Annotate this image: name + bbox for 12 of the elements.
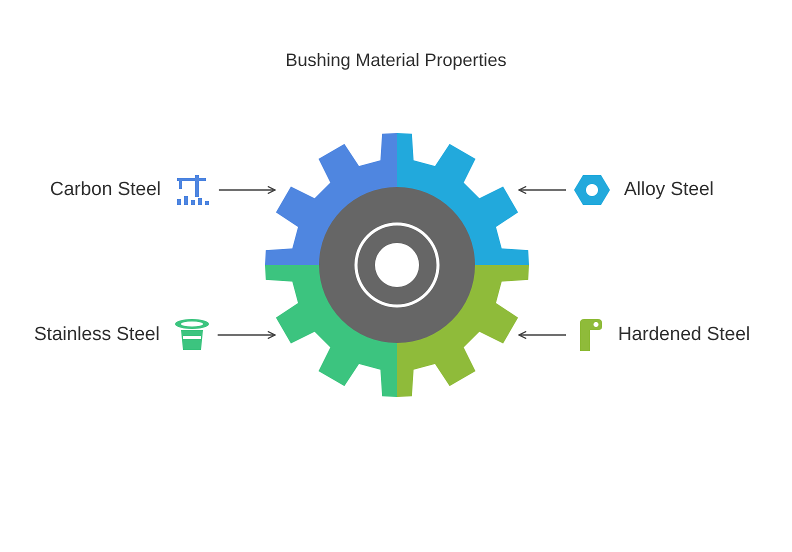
material-item bbox=[574, 173, 714, 207]
diagram-title: Bushing Material Properties bbox=[284, 50, 508, 71]
arrow bbox=[518, 330, 566, 340]
material-label: Hardened Steel bbox=[618, 324, 750, 346]
arrow bbox=[518, 186, 566, 194]
material-item bbox=[50, 173, 211, 207]
material-label: Stainless Steel bbox=[34, 324, 160, 346]
arrow bbox=[218, 186, 276, 194]
arrow bbox=[218, 330, 276, 340]
material-label: Carbon Steel bbox=[50, 179, 161, 201]
material-item bbox=[34, 318, 210, 352]
material-label: Alloy Steel bbox=[624, 179, 714, 201]
